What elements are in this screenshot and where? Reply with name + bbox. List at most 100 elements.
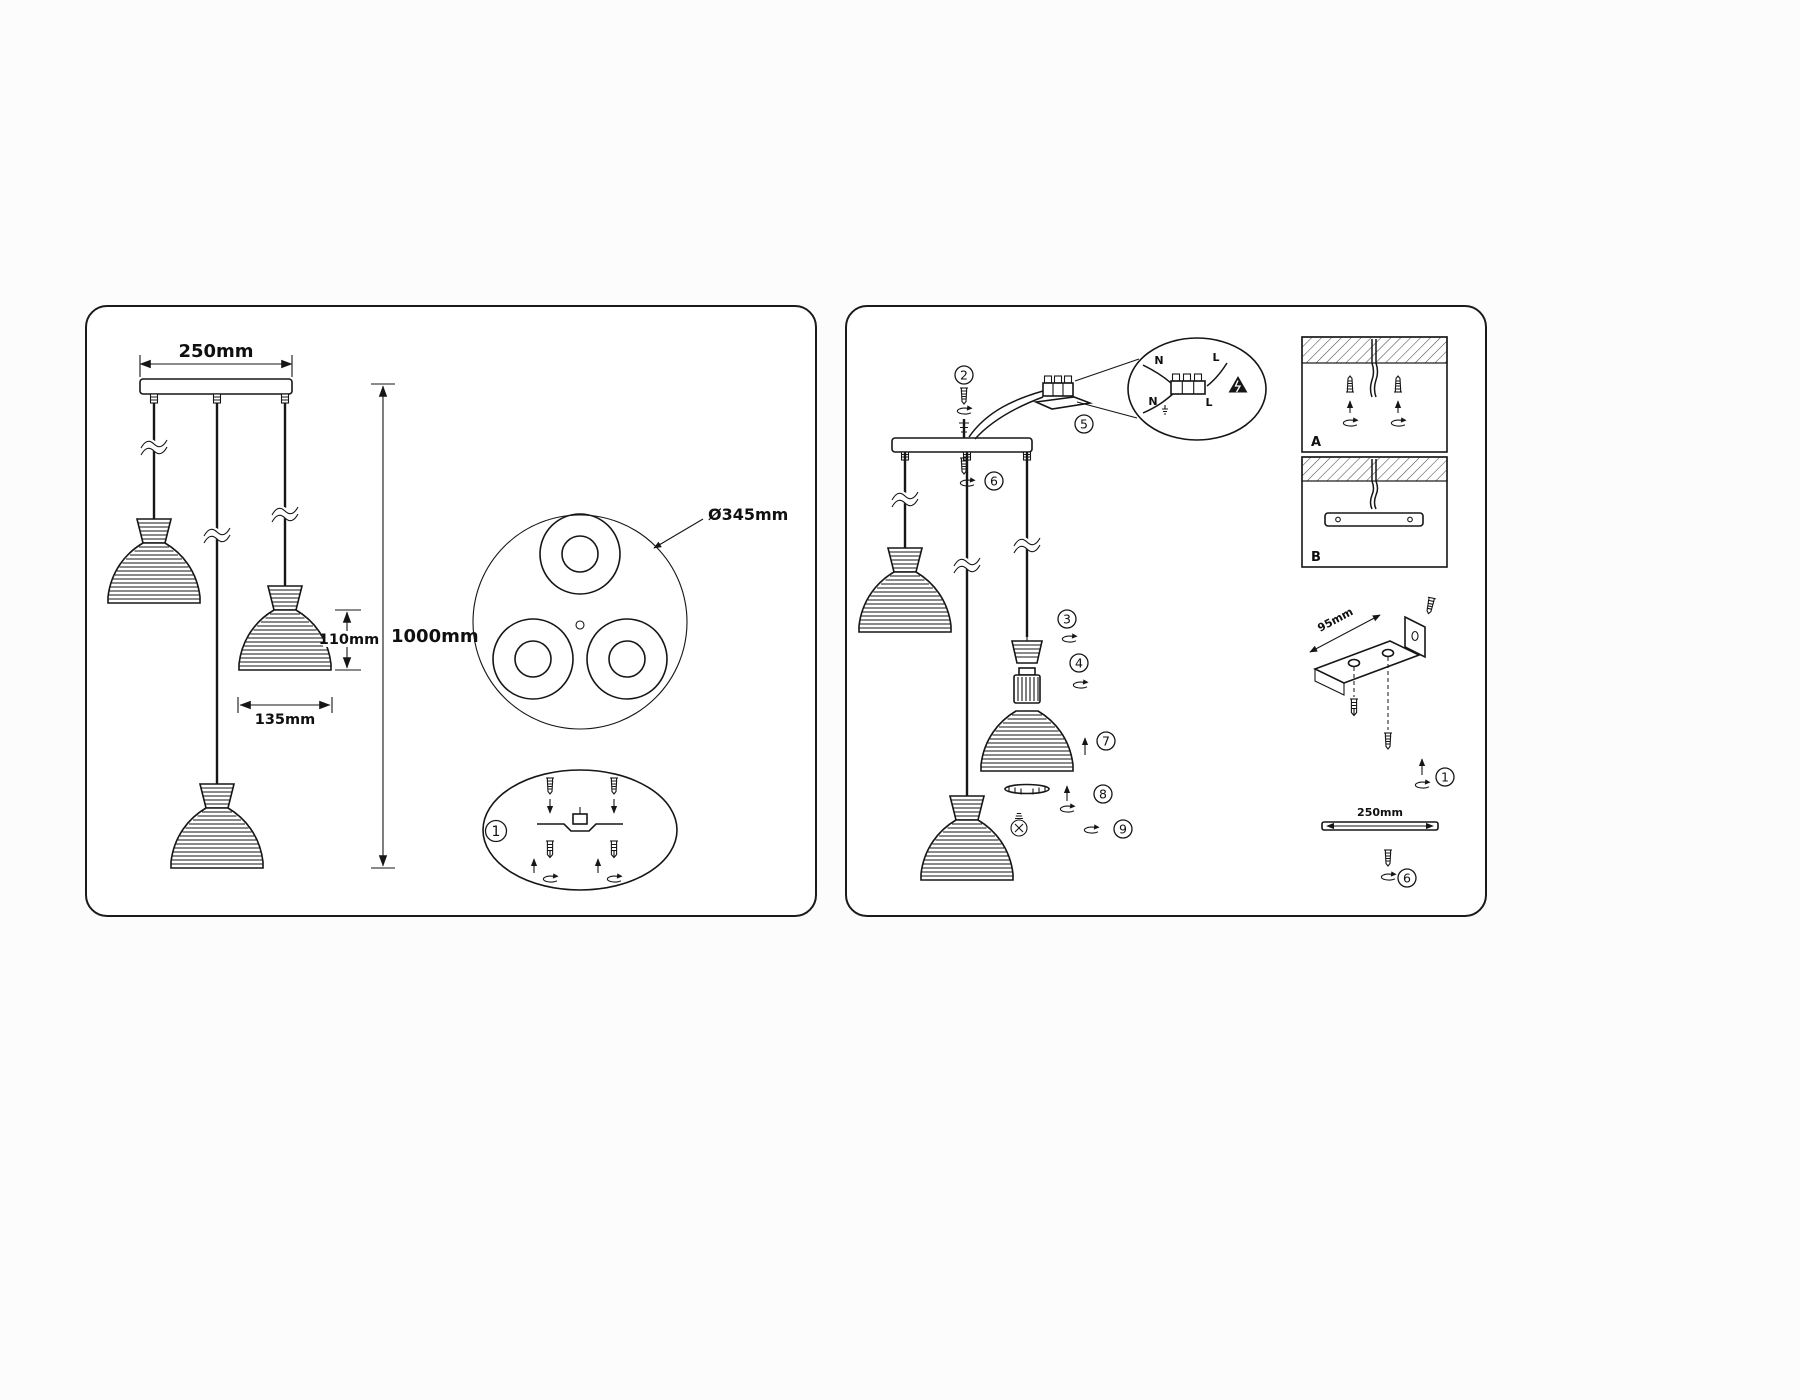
canopy-step-number: 6 bbox=[1403, 870, 1411, 885]
turn-arrow-icon bbox=[1414, 778, 1432, 789]
dimensions-drawing: 250mm bbox=[87, 341, 788, 891]
screw-icon bbox=[545, 777, 555, 795]
mounting-option-a: A bbox=[1301, 336, 1448, 453]
neutral-label-bottom: N bbox=[1148, 395, 1157, 408]
bracket-step-marker: 1 bbox=[1435, 767, 1455, 787]
lamp-shade bbox=[171, 784, 263, 868]
mounting-option-b: B bbox=[1301, 456, 1448, 568]
overall-height-label: 1000mm bbox=[391, 626, 479, 647]
turn-arrow-icon bbox=[1059, 802, 1077, 813]
turn-arrow-icon bbox=[1061, 632, 1079, 643]
wall-anchor-icon bbox=[1349, 698, 1359, 717]
step-6-marker: 6 bbox=[984, 471, 1004, 491]
lamp-shade bbox=[859, 548, 951, 632]
live-label-top: L bbox=[1212, 351, 1219, 364]
pendant-middle bbox=[171, 403, 263, 868]
dimensions-panel: 250mm bbox=[85, 305, 817, 917]
step-7-marker: 7 bbox=[1096, 731, 1116, 751]
step-2-group: 2 bbox=[954, 365, 974, 438]
assembly-drawing: 2 bbox=[847, 336, 1455, 888]
step-7-number: 7 bbox=[1102, 733, 1110, 748]
layout-diameter-label: Ø345mm bbox=[708, 505, 788, 524]
cord-ferrules bbox=[149, 393, 290, 404]
step-2-number: 2 bbox=[960, 367, 968, 382]
step-8-marker: 8 bbox=[1093, 784, 1113, 804]
step-9-number: 9 bbox=[1119, 821, 1127, 836]
shade-part bbox=[980, 710, 1074, 772]
ceiling-hatch bbox=[1301, 456, 1448, 482]
canopy-plate-width-label: 250mm bbox=[1357, 806, 1403, 819]
diameter-leader bbox=[653, 518, 704, 549]
step-5-marker: 5 bbox=[1074, 414, 1094, 434]
pendant-middle bbox=[921, 452, 1013, 880]
turn-arrow-icon bbox=[542, 872, 560, 883]
lamp-shade bbox=[108, 519, 200, 603]
dimension-overall-height: 1000mm bbox=[371, 383, 479, 869]
layout-circle bbox=[472, 514, 688, 730]
screw-icon bbox=[609, 777, 619, 795]
mounting-hardware-detail: 1 bbox=[482, 769, 678, 891]
step-1-number: 1 bbox=[492, 824, 501, 840]
bracket-flange bbox=[1404, 615, 1426, 659]
bracket-plate bbox=[1312, 640, 1422, 684]
step-2-marker: 2 bbox=[954, 365, 974, 385]
shade-diameter-label: 135mm bbox=[255, 712, 316, 728]
turn-arrow-icon bbox=[1072, 678, 1090, 689]
wiring-zoom-balloon: N L N L bbox=[1074, 337, 1267, 441]
threaded-stud bbox=[959, 419, 969, 438]
dimension-canopy-width: 250mm bbox=[139, 341, 293, 377]
turn-arrow-icon bbox=[606, 872, 624, 883]
screw-icon bbox=[1383, 849, 1393, 867]
screw-icon bbox=[1383, 732, 1393, 750]
step-6-number: 6 bbox=[990, 473, 998, 488]
supply-wires bbox=[968, 390, 1044, 440]
bulb-icon bbox=[1010, 812, 1028, 837]
turn-arrow-icon bbox=[1380, 870, 1398, 881]
pendant-right bbox=[239, 403, 331, 670]
terminal-block bbox=[1033, 375, 1094, 410]
turn-arrow-icon bbox=[956, 404, 974, 415]
canopy-step-marker: 6 bbox=[1397, 868, 1417, 888]
canopy-front-view bbox=[139, 378, 293, 404]
step-3-number: 3 bbox=[1063, 611, 1071, 626]
diffuser-ring bbox=[1004, 783, 1050, 795]
live-label-bottom: L bbox=[1205, 396, 1212, 409]
pendant-left bbox=[859, 452, 951, 632]
ground-icon bbox=[1162, 405, 1168, 415]
canopy-bar bbox=[891, 437, 1033, 461]
canopy-plate-detail: 250mm 6 bbox=[1321, 806, 1439, 888]
canopy-width-label: 250mm bbox=[178, 341, 253, 362]
step-4-marker: 4 bbox=[1069, 653, 1089, 673]
shade-height-label: 110mm bbox=[319, 632, 380, 648]
bracket-width-label: 95mm bbox=[1315, 605, 1355, 634]
step-5-number: 5 bbox=[1080, 416, 1088, 431]
turn-arrow-icon bbox=[1083, 823, 1101, 834]
lamp-socket bbox=[1013, 667, 1041, 704]
assembly-panel: 2 bbox=[845, 305, 1487, 917]
center-hole bbox=[575, 620, 585, 630]
wall-anchor-icon bbox=[609, 840, 619, 859]
wall-anchor-icon bbox=[545, 840, 555, 859]
screw-icon bbox=[1424, 596, 1437, 616]
mounting-plate bbox=[1324, 512, 1424, 527]
step-3-marker: 3 bbox=[1057, 609, 1077, 629]
top-view: Ø345mm bbox=[472, 505, 788, 730]
lamp-shade bbox=[239, 586, 331, 670]
step-6-group: 6 bbox=[959, 457, 1004, 491]
step-4-number: 4 bbox=[1075, 655, 1083, 670]
cord-grip bbox=[1010, 637, 1044, 664]
dimension-shade-diameter: 135mm bbox=[237, 697, 333, 728]
electrical-warning-icon bbox=[1228, 376, 1248, 393]
option-a-label: A bbox=[1311, 435, 1321, 450]
step-9-marker: 9 bbox=[1113, 819, 1133, 839]
exploded-pendant: 3 4 bbox=[980, 452, 1133, 839]
step-8-number: 8 bbox=[1099, 786, 1107, 801]
step-1-marker: 1 bbox=[484, 819, 508, 843]
neutral-label-top: N bbox=[1154, 354, 1163, 367]
lamp-shade bbox=[921, 796, 1013, 880]
bracket-icon bbox=[537, 807, 623, 832]
ceiling-hatch bbox=[1301, 336, 1448, 364]
dimension-shade-height: 110mm bbox=[319, 609, 380, 671]
mounting-bracket-detail: 95mm 1 bbox=[1309, 596, 1455, 789]
